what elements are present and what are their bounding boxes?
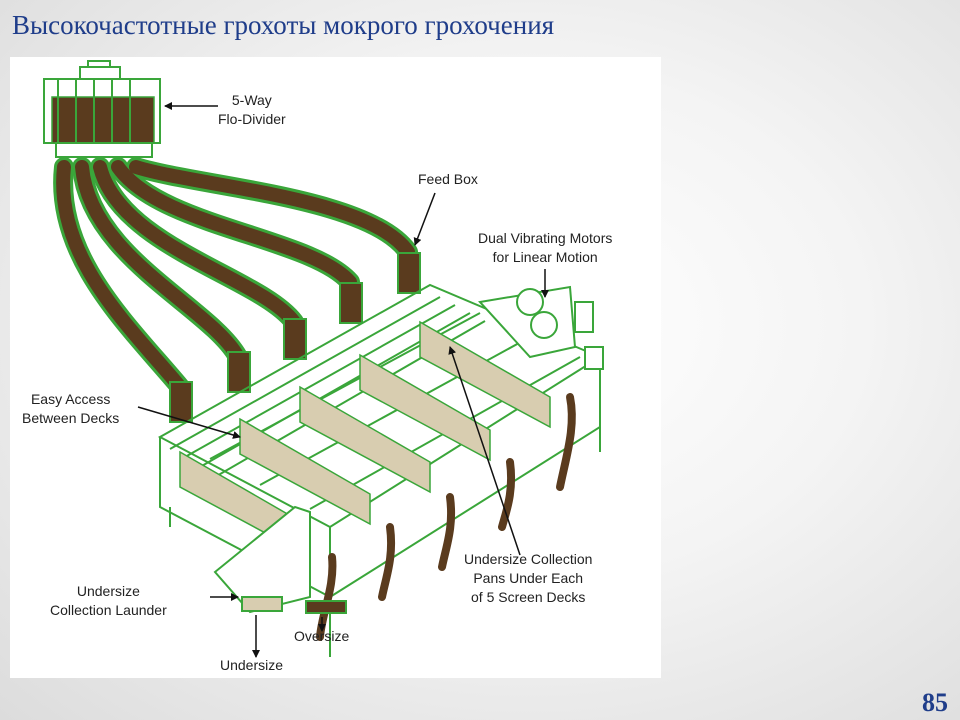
- callout-feed-box: Feed Box: [418, 171, 478, 187]
- page-number: 85: [922, 688, 948, 717]
- screen-illustration: [43, 60, 604, 658]
- screen-diagram: 5-Way Flo-Divider Feed Box Dual Vibratin…: [10, 57, 661, 678]
- callout-flo-divider: 5-Way Flo-Divider: [218, 92, 286, 127]
- callout-oversize: Oversize: [294, 628, 350, 644]
- callout-undersize-launder: Undersize Collection Launder: [50, 583, 167, 618]
- callout-vibrating-motors: Dual Vibrating Motors for Linear Motion: [478, 230, 613, 265]
- collection-pans: [179, 320, 551, 559]
- callout-collection-pans: Undersize Collection Pans Under Each of …: [464, 551, 593, 605]
- callout-easy-access: Easy Access Between Decks: [22, 391, 120, 426]
- feed-boxes: [169, 252, 421, 423]
- feed-pipes: [53, 157, 418, 397]
- undersize-launder: [213, 505, 347, 614]
- flo-divider-box: [43, 60, 161, 179]
- callout-undersize: Undersize: [220, 657, 284, 673]
- callout-arrows: [137, 102, 549, 658]
- slide-title: Высокочастотные грохоты мокрого грохочен…: [12, 10, 555, 40]
- vibrating-motors: [478, 285, 604, 370]
